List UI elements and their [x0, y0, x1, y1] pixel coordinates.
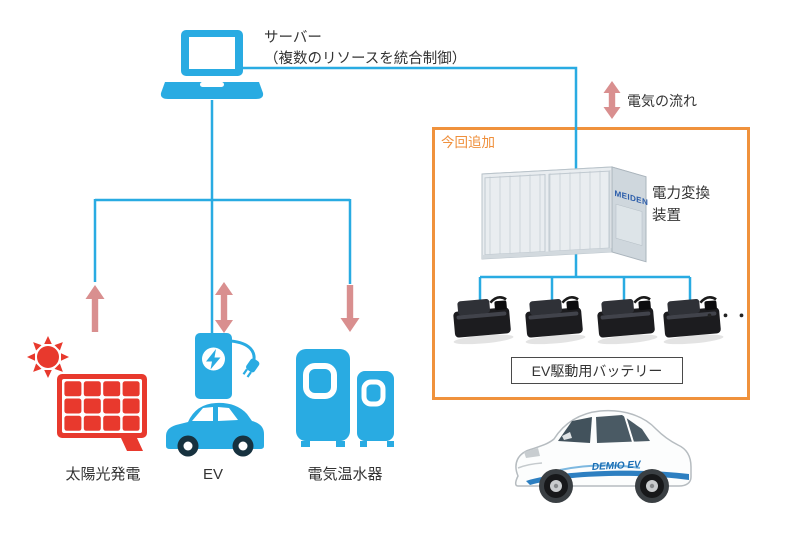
ev-car-icon: [166, 402, 264, 457]
server-laptop-icon: [160, 30, 264, 99]
server-subtitle: （複数のリソースを統合制御）: [264, 51, 467, 68]
sun-icon: [27, 336, 69, 378]
ev-charger-icon: [195, 333, 260, 399]
car-graphic-text: DEMIO EV: [592, 459, 643, 473]
added-frame-label: 今回追加: [441, 135, 495, 150]
arrow-down-heater: [340, 285, 360, 332]
server-label: サーバー （複数のリソースを統合制御）: [264, 28, 466, 70]
flow-arrows: [85, 81, 621, 333]
ev-label: EV: [202, 466, 223, 483]
ev-battery-modules-image: [453, 296, 724, 345]
electricity-flow-label: 電気の流れ: [627, 93, 697, 109]
power-converter-image: MEIDEN: [481, 166, 648, 263]
connector-lines: [93, 66, 692, 334]
arrow-double-ev: [215, 282, 233, 333]
arrow-double-flow: [603, 81, 621, 119]
power-converter-label: 電力変換装置: [652, 186, 710, 224]
water-heater-icon: [296, 349, 394, 447]
water-heater-label: 電気温水器: [307, 466, 383, 483]
arrow-up-solar: [85, 285, 105, 332]
solar-label: 太陽光発電: [65, 466, 141, 483]
ev-battery-label-box: EV駆動用バッテリー: [511, 357, 683, 384]
server-title: サーバー: [264, 30, 322, 46]
batteries-ellipsis: ・・・: [702, 308, 751, 325]
ev-battery-label: EV駆動用バッテリー: [531, 362, 663, 379]
added-scope-frame: [432, 127, 750, 400]
demo-ev-car-photo: DEMIO EV: [514, 409, 692, 503]
solar-panel-icon: [57, 374, 147, 451]
